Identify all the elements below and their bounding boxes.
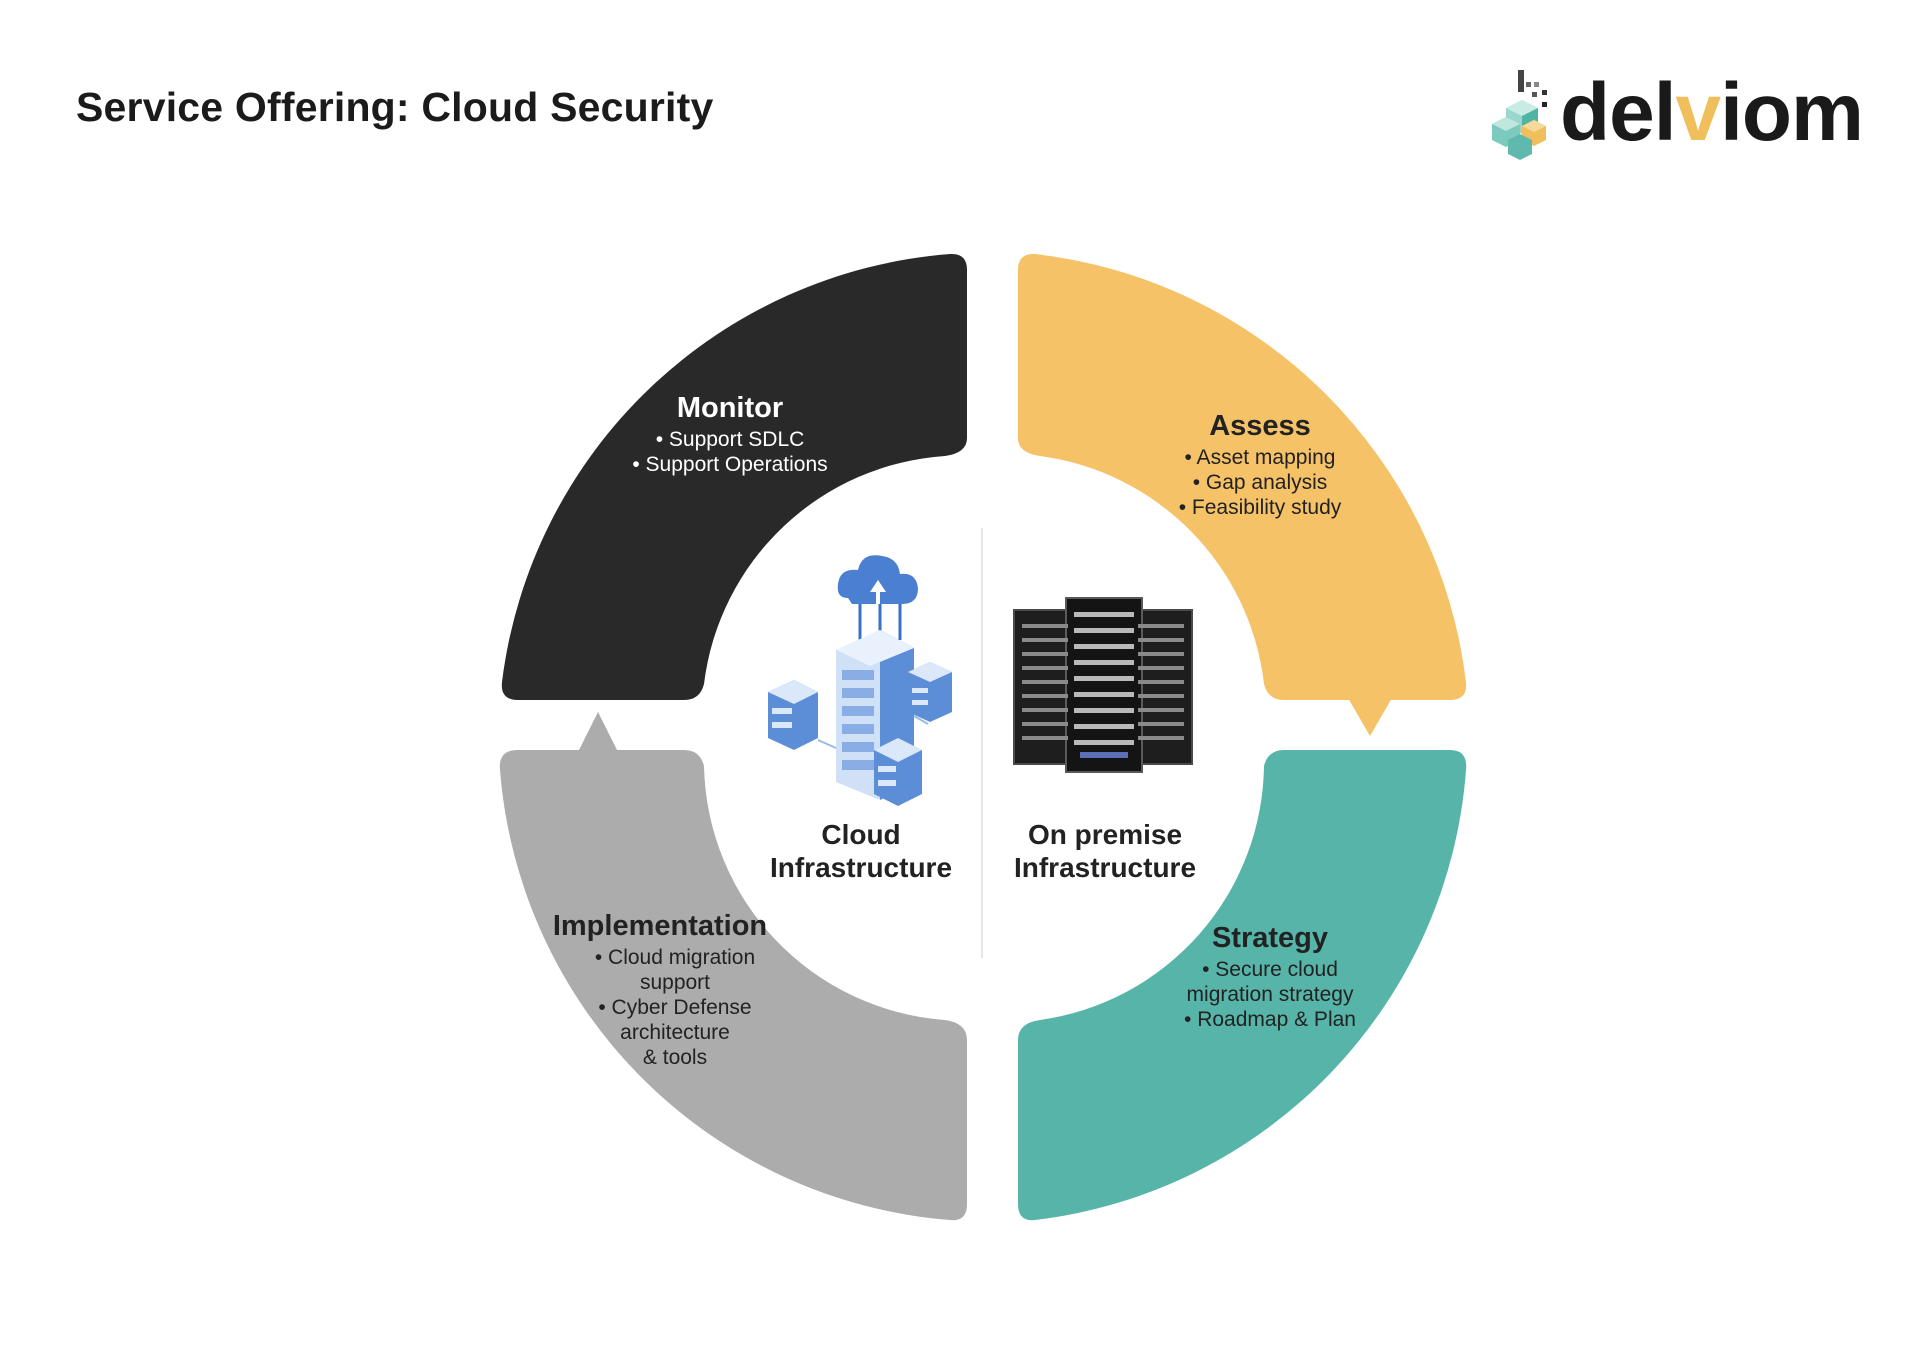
logo-text-part: del (1560, 67, 1676, 158)
assess-line: • Asset mapping (1184, 446, 1336, 469)
segment-strategy (1018, 750, 1467, 1221)
cloud-label-line: Cloud (821, 819, 901, 850)
page-title: Service Offering: Cloud Security (76, 84, 714, 130)
strategy-title: Strategy (1211, 922, 1329, 954)
segment-implementation-pointer (578, 712, 618, 752)
strategy-line: • Roadmap & Plan (1184, 1008, 1356, 1031)
segment-monitor (501, 253, 967, 700)
logo-text-accent: v (1675, 67, 1721, 158)
assess-title: Assess (1209, 410, 1311, 442)
segment-assess-pointer (1348, 698, 1392, 736)
implementation-line: & tools (642, 1046, 708, 1069)
assess-text: Assess • Asset mapping • Gap analysis • … (1150, 410, 1370, 520)
on-premise-label-line: Infrastructure (1013, 852, 1197, 883)
brand-logo: delviom (1488, 62, 1864, 162)
server-rack-icon (1013, 597, 1193, 773)
strategy-text: Strategy • Secure cloud migration strate… (1150, 922, 1390, 1032)
implementation-line: • Cloud migration (594, 946, 756, 969)
implementation-line: • Cyber Defense (598, 996, 752, 1019)
segment-assess (1018, 253, 1467, 700)
on-premise-infrastructure-label: On premise Infrastructure (1000, 818, 1210, 884)
implementation-text: Implementation • Cloud migration support… (540, 910, 780, 1070)
cloud-label-line: Infrastructure (769, 852, 953, 883)
cloud-server-icon (768, 555, 952, 806)
monitor-text: Monitor • Support SDLC • Support Operati… (610, 392, 850, 477)
strategy-line: migration strategy (1186, 983, 1354, 1006)
implementation-title: Implementation (552, 910, 768, 942)
hexagon-cubes-icon (1492, 70, 1547, 160)
segment-implementation (499, 750, 967, 1221)
cloud-infrastructure-label: Cloud Infrastructure (756, 818, 966, 884)
monitor-title: Monitor (676, 392, 784, 424)
implementation-line: architecture (620, 1021, 730, 1044)
strategy-line: • Secure cloud (1202, 958, 1338, 981)
logo-text-part: iom (1720, 67, 1864, 158)
assess-line: • Feasibility study (1178, 496, 1342, 519)
implementation-line: support (639, 971, 711, 994)
assess-line: • Gap analysis (1192, 471, 1328, 494)
logo-wordmark: delviom (1560, 72, 1864, 154)
monitor-line: • Support Operations (632, 453, 828, 476)
on-premise-label-line: On premise (1027, 819, 1183, 850)
monitor-line: • Support SDLC (655, 428, 805, 451)
